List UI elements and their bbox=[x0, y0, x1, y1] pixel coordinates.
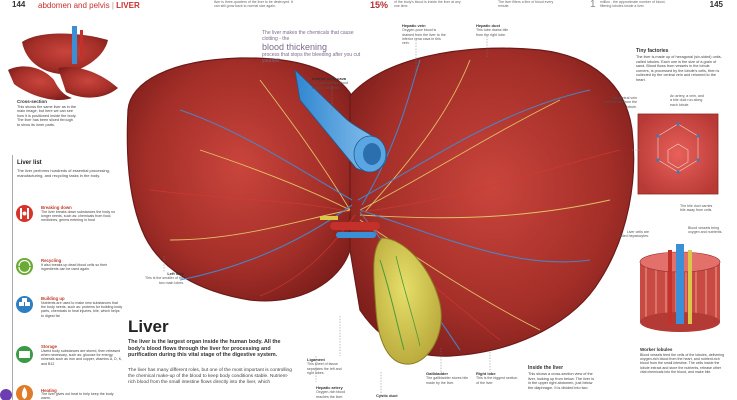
callout-central-vein: The central vein drains blood from the l… bbox=[603, 96, 637, 109]
callout-text: This vein carries blood back to the hear… bbox=[312, 81, 348, 90]
function-text: It also breaks up dead blood cells so th… bbox=[41, 263, 108, 272]
page-number-left: 144 bbox=[12, 0, 26, 9]
callout-hepatic-duct: Hepatic duct This tube drains bile from … bbox=[476, 23, 516, 37]
callout-title: Hepatic artery bbox=[316, 385, 343, 390]
callout-liver-cells: Liver cells are called hepatocytes. bbox=[618, 230, 649, 239]
fact-note-4: million - the approximate number of bloo… bbox=[600, 0, 666, 8]
callout-inferior-vena-cava: Inferior vena cava This vein carries blo… bbox=[312, 76, 356, 90]
lobule-magnified bbox=[632, 113, 719, 195]
publisher-logo bbox=[0, 389, 12, 400]
headline-line-1: The liver makes the chemicals that cause… bbox=[262, 30, 354, 42]
fact-big-number: 1 bbox=[590, 0, 596, 10]
callout-ligament: Ligament This sheet of tissue separates … bbox=[307, 357, 347, 375]
leader-lines bbox=[163, 36, 491, 396]
thumbnail-liver-top bbox=[22, 26, 108, 74]
function-text: Useful body substances are stored, then … bbox=[41, 349, 123, 366]
callout-title: Ligament bbox=[307, 357, 325, 362]
callout-title: Hepatic vein bbox=[402, 23, 426, 28]
callout-text: The gallbladder stores bile made by the … bbox=[426, 376, 469, 385]
function-building-up: Building up Nutrients are used to make n… bbox=[15, 296, 123, 346]
article-title: Liver bbox=[128, 317, 169, 336]
callout-title: Inferior vena cava bbox=[312, 76, 347, 81]
function-title: Storage bbox=[41, 344, 57, 349]
function-text: Nutrients are used to make new substance… bbox=[41, 301, 123, 318]
function-recycling: Recycling It also breaks up dead blood c… bbox=[15, 258, 120, 308]
callout-title: Gallbladder bbox=[426, 371, 449, 376]
fact-note-2: of the body's blood is inside the liver … bbox=[394, 0, 461, 8]
callout-text: Oxygen-rich blood reaches the liver. bbox=[316, 390, 346, 399]
function-title: Building up bbox=[41, 296, 65, 301]
function-breaking-down: Breaking down The liver breaks down subs… bbox=[15, 205, 120, 255]
liver-list-panel bbox=[12, 155, 124, 400]
inside-liver-title: Inside the liver bbox=[528, 365, 564, 371]
function-icons bbox=[16, 205, 33, 400]
worker-lobules-title: Worker lobules bbox=[640, 347, 673, 352]
function-storage: Storage Useful body substances are store… bbox=[15, 344, 123, 394]
tiny-factories-text: The liver is made up of hexagonal (six-s… bbox=[636, 55, 722, 82]
callout-artery-vein-duct: An artery, a vein, and a bile duct run a… bbox=[670, 94, 704, 107]
function-title: Heating bbox=[41, 388, 57, 393]
function-title: Recycling bbox=[41, 258, 62, 263]
callout-right-lobe: Right lobe This is the biggest section o… bbox=[476, 371, 518, 385]
callout-title: Left lobe bbox=[167, 271, 184, 276]
header-strip: 144 abdomen and pelvis | LIVER liver is … bbox=[0, 0, 737, 12]
callout-bile-duct: The bile duct carries bile away from cel… bbox=[680, 204, 713, 213]
worker-lobules-text: Blood vessels feed the cells of the lobu… bbox=[640, 353, 725, 374]
callout-gallbladder: Gallbladder The gallbladder stores bile … bbox=[426, 371, 472, 385]
function-text: The liver gives out heat to help keep th… bbox=[41, 392, 114, 400]
fact-note-1: liver is three-quarters of the liver to … bbox=[214, 0, 293, 8]
liver-list-title: Liver list bbox=[17, 160, 42, 166]
section-label: abdomen and pelvis | LIVER bbox=[38, 1, 140, 10]
callout-text: This sheet of tissue separates the left … bbox=[307, 362, 342, 375]
article-body: The liver has many different roles, but … bbox=[128, 368, 292, 385]
thumbnail-liver-bottom bbox=[8, 66, 118, 101]
article-lead: The liver is the largest organ inside th… bbox=[128, 339, 281, 359]
callout-hepatic-vein: Hepatic vein Oxygen-poor blood is draine… bbox=[402, 23, 446, 46]
tiny-factories-title: Tiny factories bbox=[636, 48, 669, 54]
clotting-headline: The liver makes the chemicals that cause… bbox=[262, 30, 366, 64]
callout-text: This is the smaller of the two main lobe… bbox=[145, 276, 184, 285]
page-number-right: 145 bbox=[709, 0, 723, 9]
callout-hepatic-artery: Hepatic artery Oxygen-rich blood reaches… bbox=[316, 385, 356, 399]
section-name: abdomen and pelvis bbox=[38, 1, 110, 10]
organ-name: LIVER bbox=[116, 1, 140, 10]
callout-title: Hepatic duct bbox=[476, 23, 501, 28]
function-text: The liver breaks down substances the bod… bbox=[41, 210, 116, 223]
callout-text: Oxygen-poor blood is drained from the li… bbox=[402, 28, 446, 46]
callout-title: Right lobe bbox=[476, 371, 496, 376]
function-title: Breaking down bbox=[41, 205, 72, 210]
callout-blood-vessels: Blood vessels bring oxygen and nutrients… bbox=[688, 226, 723, 235]
headline-big: blood thickening bbox=[262, 42, 328, 52]
callout-title: Cystic duct bbox=[376, 393, 398, 398]
cross-section-title: Cross-section bbox=[17, 99, 48, 104]
fact-percent: 15% bbox=[370, 0, 389, 10]
lobule-cylinder bbox=[639, 244, 721, 332]
callout-text: This tube drains bile from the right lob… bbox=[476, 28, 509, 37]
fact-note-3: The liver filters a litre of blood every… bbox=[498, 0, 554, 8]
function-heating: Heating The liver gives out heat to help… bbox=[15, 388, 120, 400]
inside-liver-text: This shows a cross-section view of the l… bbox=[528, 372, 594, 390]
cross-section-text: This shows the same liver as in the main… bbox=[17, 105, 77, 127]
headline-line-2: process that stops the bleeding after yo… bbox=[262, 52, 361, 64]
callout-left-lobe: Left lobe This is the smaller of the two… bbox=[140, 271, 184, 285]
callout-cystic-duct: Cystic duct bbox=[376, 393, 406, 398]
callout-text: This is the biggest section of the liver… bbox=[476, 376, 518, 385]
liver-list-intro: The liver performs hundreds of essential… bbox=[17, 168, 110, 178]
main-liver bbox=[126, 47, 635, 365]
